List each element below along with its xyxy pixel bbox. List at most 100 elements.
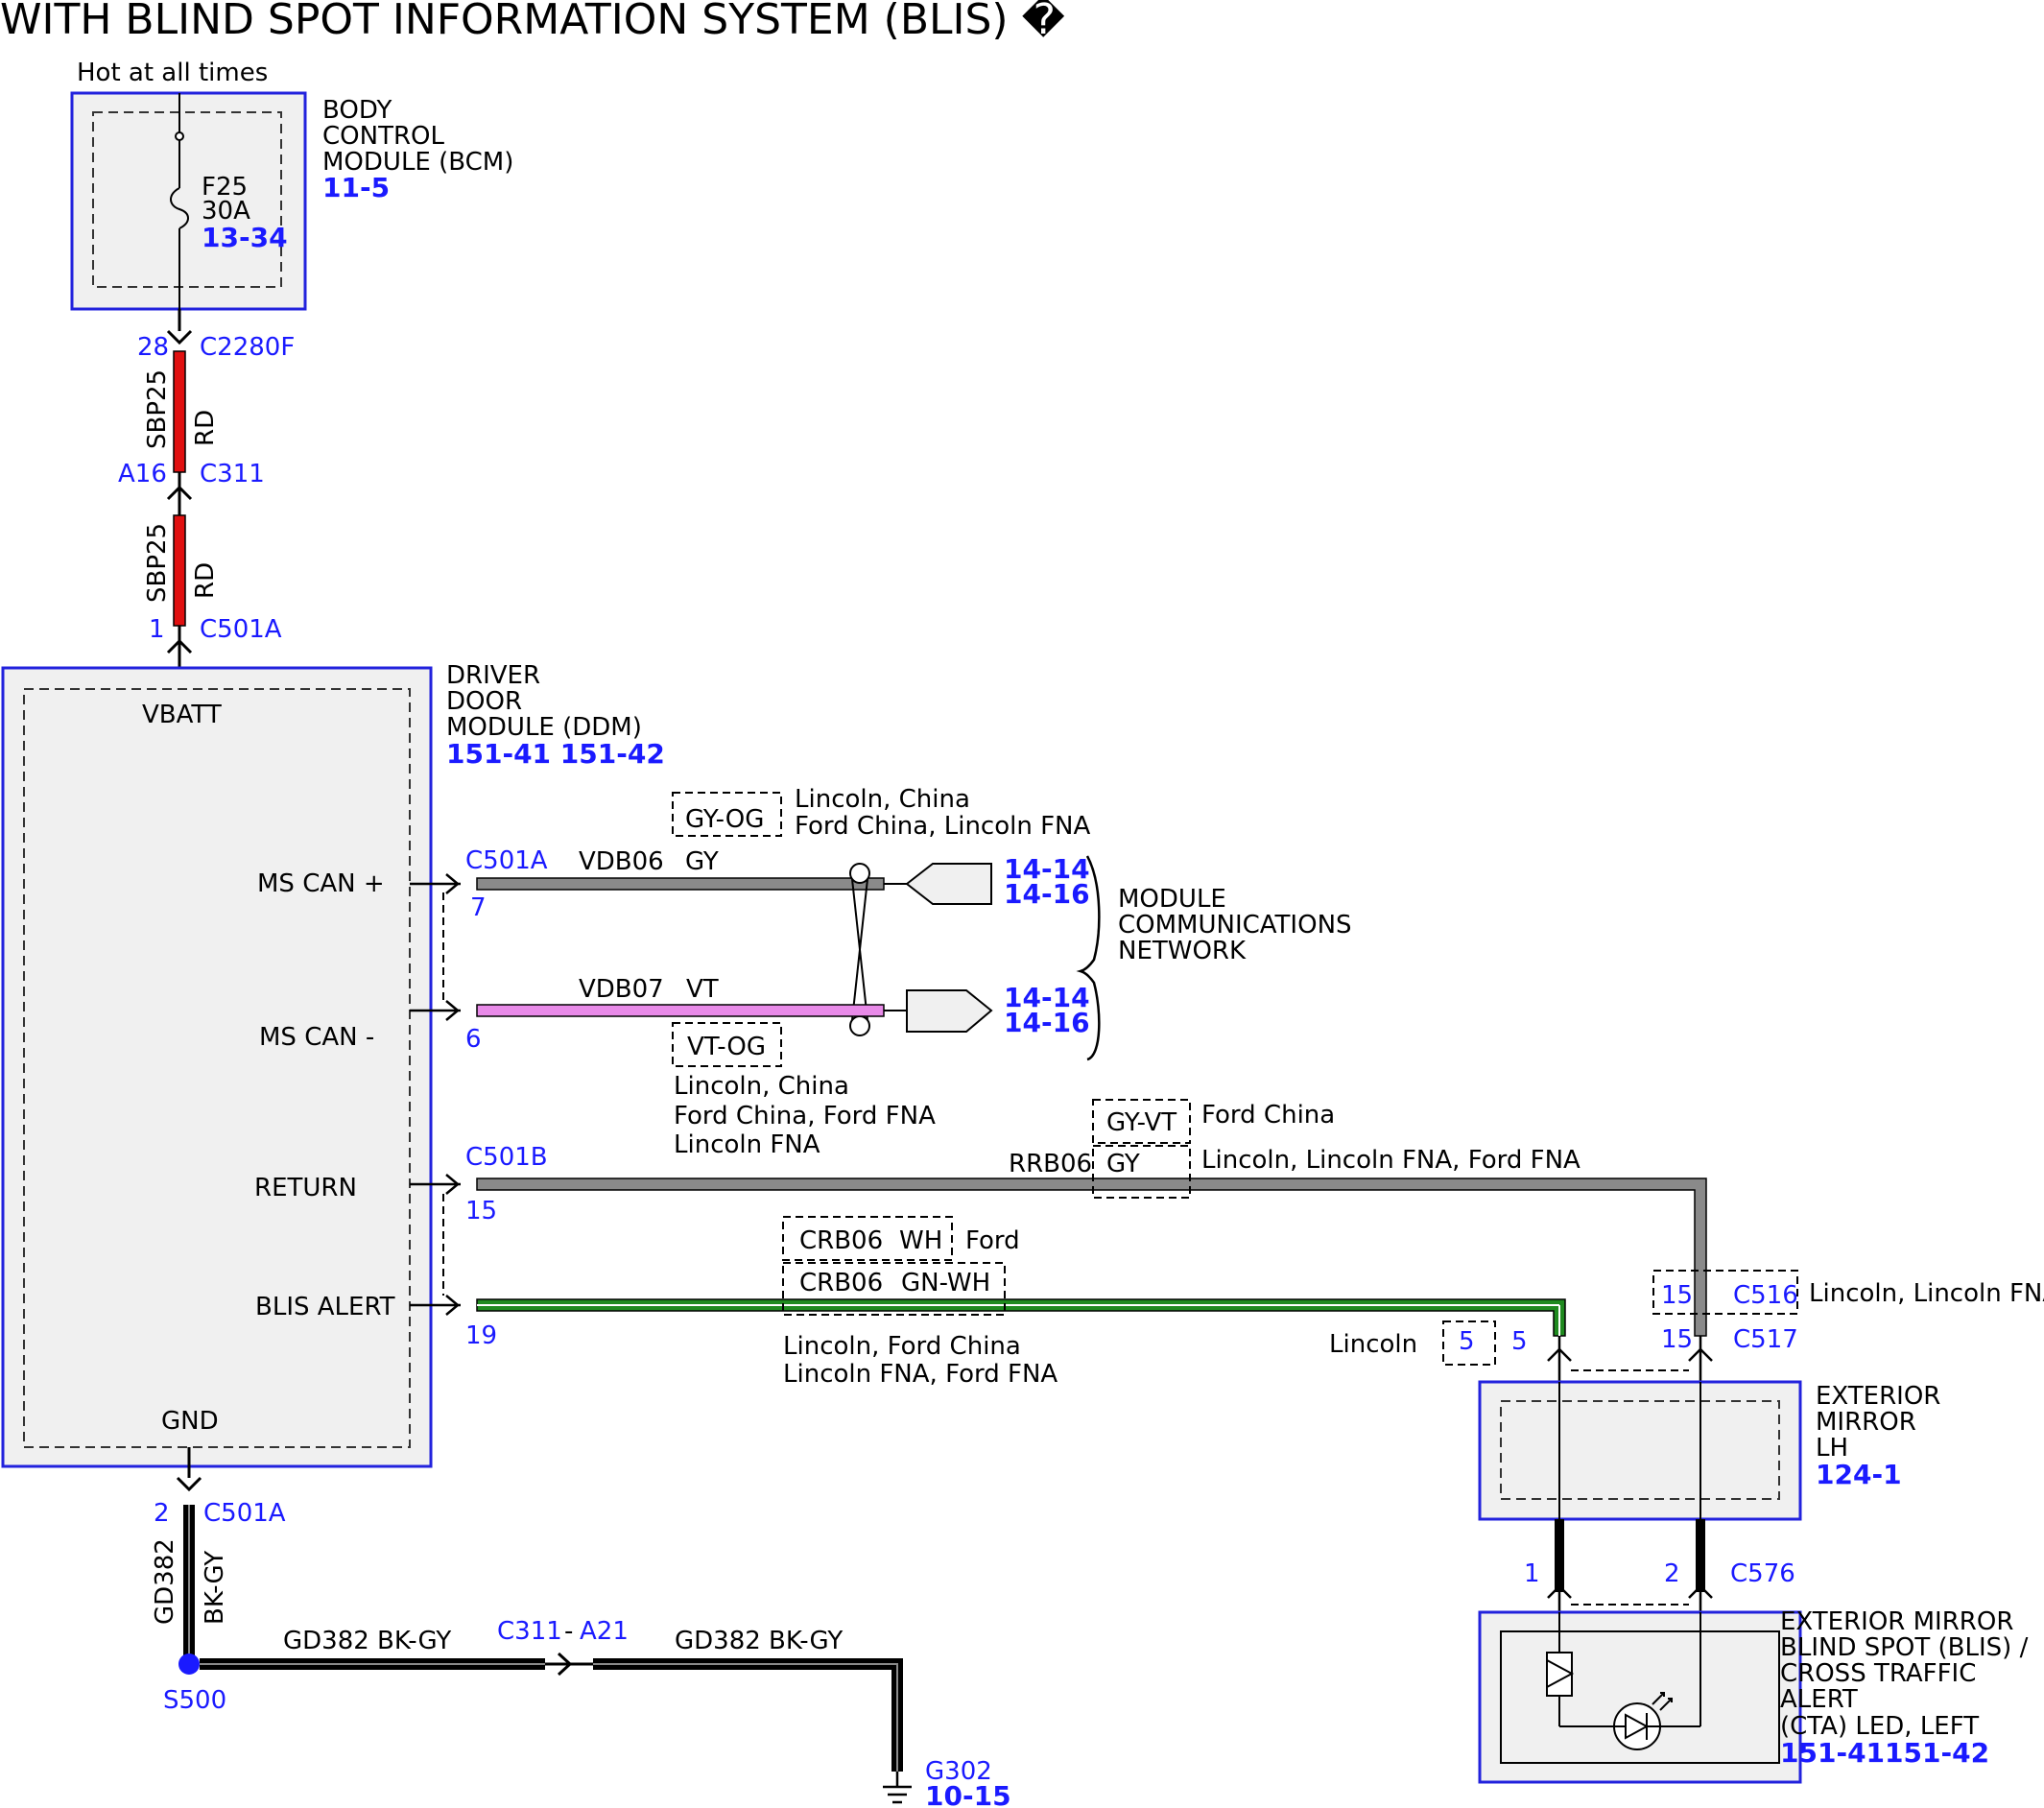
connector-c2280f-symbol: [166, 329, 193, 345]
blis-opt2-note-2: Lincoln FNA, Ford FNA: [783, 1360, 1058, 1389]
return-color: GY: [1106, 1150, 1140, 1178]
led-name-line-3: CROSS TRAFFIC: [1780, 1659, 1976, 1688]
fuse-f25: [170, 93, 189, 309]
blis-opt2-color: GN-WH: [901, 1269, 990, 1297]
wire-color-label-2: RD: [191, 562, 220, 599]
mirror-name-line-2: MIRROR: [1816, 1408, 1916, 1437]
wire-circuit-label: SBP25: [143, 369, 172, 449]
ddm-pin-vbatt: VBATT: [142, 701, 222, 729]
can-plus-pin: 7: [470, 893, 487, 922]
fuse-ref-link[interactable]: 13-34: [202, 222, 288, 253]
bcm-name-line-1: BODY: [322, 96, 392, 125]
pin-1: 1: [149, 615, 165, 644]
ground-connector: C501A: [203, 1499, 286, 1528]
wire-vdb06[interactable]: [476, 877, 885, 891]
can-plus-alt-color: GY-OG: [685, 805, 764, 834]
can-minus-pin: 6: [465, 1025, 482, 1054]
exterior-mirror-lh-module[interactable]: [1478, 1380, 1802, 1521]
twisted-pair-symbol: [849, 863, 870, 1036]
mirror-ref-link[interactable]: 124-1: [1816, 1459, 1902, 1490]
ground-ref-link[interactable]: 10-15: [925, 1780, 1011, 1808]
ground-inline-pin: A21: [580, 1617, 629, 1646]
wire-crb06[interactable]: [476, 1298, 1566, 1337]
blis-alert-pin: 19: [465, 1321, 497, 1350]
can-minus-pigtail: [884, 989, 993, 1033]
return-pin: 15: [465, 1197, 497, 1225]
ddm-pin-blis-alert: BLIS ALERT: [255, 1293, 395, 1321]
led-pin-2: 2: [1664, 1559, 1680, 1588]
led-refs-link[interactable]: 151-41151-42: [1780, 1737, 1989, 1769]
power-source-label: Hot at all times: [77, 59, 268, 87]
return-alt-note: Ford China: [1201, 1101, 1335, 1130]
c516-note: Lincoln, Lincoln FNA: [1809, 1279, 2044, 1308]
wire-led-1[interactable]: [1555, 1519, 1564, 1592]
led-name-line-4: ALERT: [1780, 1685, 1858, 1714]
led-icon: [1613, 1692, 1673, 1750]
splice-label: S500: [163, 1686, 226, 1715]
can-plus-color: GY: [685, 847, 719, 876]
led-internal-circuit: [1546, 1612, 1701, 1727]
can-minus-color: VT: [686, 975, 719, 1004]
ddm-output-connectors: [410, 873, 461, 1316]
can-minus-alt-note-3: Lincoln FNA: [674, 1130, 820, 1159]
can-minus-alt-box: [672, 1022, 782, 1067]
pin-a16: A16: [118, 460, 167, 488]
ddm-pin-return: RETURN: [254, 1174, 357, 1202]
wire-led-2[interactable]: [1696, 1519, 1705, 1592]
pin5-boxed-frame: [1442, 1320, 1496, 1366]
mirror-name-line-1: EXTERIOR: [1816, 1382, 1940, 1411]
can-minus-ref-2[interactable]: 14-16: [1004, 1007, 1090, 1038]
can-plus-alt-note-1: Lincoln, China: [795, 785, 970, 814]
pin5-boxed: 5: [1459, 1327, 1475, 1356]
c516-boxed-frame: [1652, 1270, 1798, 1315]
ground-wire-label-1: GD382 BK-GY: [283, 1627, 451, 1655]
can-minus-alt-note-1: Lincoln, China: [674, 1072, 849, 1101]
fuse-name: F25: [202, 173, 248, 202]
bcm-module[interactable]: [70, 91, 307, 311]
splice-s500[interactable]: [178, 1653, 200, 1675]
ddm-pin-gnd: GND: [161, 1407, 219, 1436]
return-note: Lincoln, Lincoln FNA, Ford FNA: [1201, 1146, 1581, 1175]
blis-opt2-note-1: Lincoln, Ford China: [783, 1332, 1021, 1361]
connector-c516: C516: [1733, 1281, 1798, 1310]
bcm-name-line-2: CONTROL: [322, 122, 444, 151]
can-minus-ref-1[interactable]: 14-14: [1004, 982, 1090, 1013]
can-plus-alt-box: [672, 792, 782, 837]
can-plus-ref-1[interactable]: 14-14: [1004, 853, 1090, 885]
can-plus-pigtail: [884, 863, 992, 905]
network-brace: [1076, 855, 1101, 1061]
wire-sbp25-segment-2[interactable]: [173, 514, 186, 627]
blis-opt1-box: [782, 1216, 953, 1261]
wire-sbp25-segment-1[interactable]: [173, 350, 186, 473]
ground-wire-label-2: GD382 BK-GY: [675, 1627, 843, 1655]
network-label-1: MODULE: [1118, 885, 1226, 914]
bcm-ref-link[interactable]: 11-5: [322, 172, 390, 203]
connector-c311: C311: [200, 460, 265, 488]
blis-opt1-color: WH: [899, 1226, 942, 1255]
ground-inline-sep: -: [564, 1617, 573, 1646]
wire-color-label: RD: [191, 410, 220, 446]
mirror-name-line-3: LH: [1816, 1434, 1848, 1463]
ddm-refs-link[interactable]: 151-41 151-42: [446, 738, 665, 770]
diagram-title: WITH BLIND SPOT INFORMATION SYSTEM (BLIS…: [0, 0, 1065, 44]
ddm-module[interactable]: [1, 666, 433, 1468]
wire-vdb07[interactable]: [476, 1004, 885, 1017]
can-plus-circuit: VDB06: [579, 847, 664, 876]
connector-c501a: C501A: [200, 615, 282, 644]
ground-point-label: G302: [925, 1757, 992, 1786]
can-plus-ref-2[interactable]: 14-16: [1004, 878, 1090, 910]
ddm-name-line-3: MODULE (DDM): [446, 713, 642, 742]
wire-rrb06[interactable]: [476, 1178, 1707, 1337]
c576-connector-symbols: [1547, 1584, 1713, 1612]
ground-symbol-icon: [883, 1772, 912, 1804]
return-circuit: RRB06: [1009, 1150, 1092, 1178]
ddm-name-line-2: DOOR: [446, 687, 522, 716]
wire-gd382-seg2-stripe: [593, 1663, 898, 1772]
blis-opt2-circuit: CRB06: [799, 1269, 883, 1297]
wire-gd382-seg2[interactable]: [593, 1658, 903, 1772]
blis-led-module[interactable]: [1478, 1610, 1802, 1784]
led-name-line-2: BLIND SPOT (BLIS) /: [1780, 1633, 2029, 1662]
connector-c576: C576: [1730, 1559, 1795, 1588]
connector-c517: C517: [1733, 1325, 1798, 1354]
